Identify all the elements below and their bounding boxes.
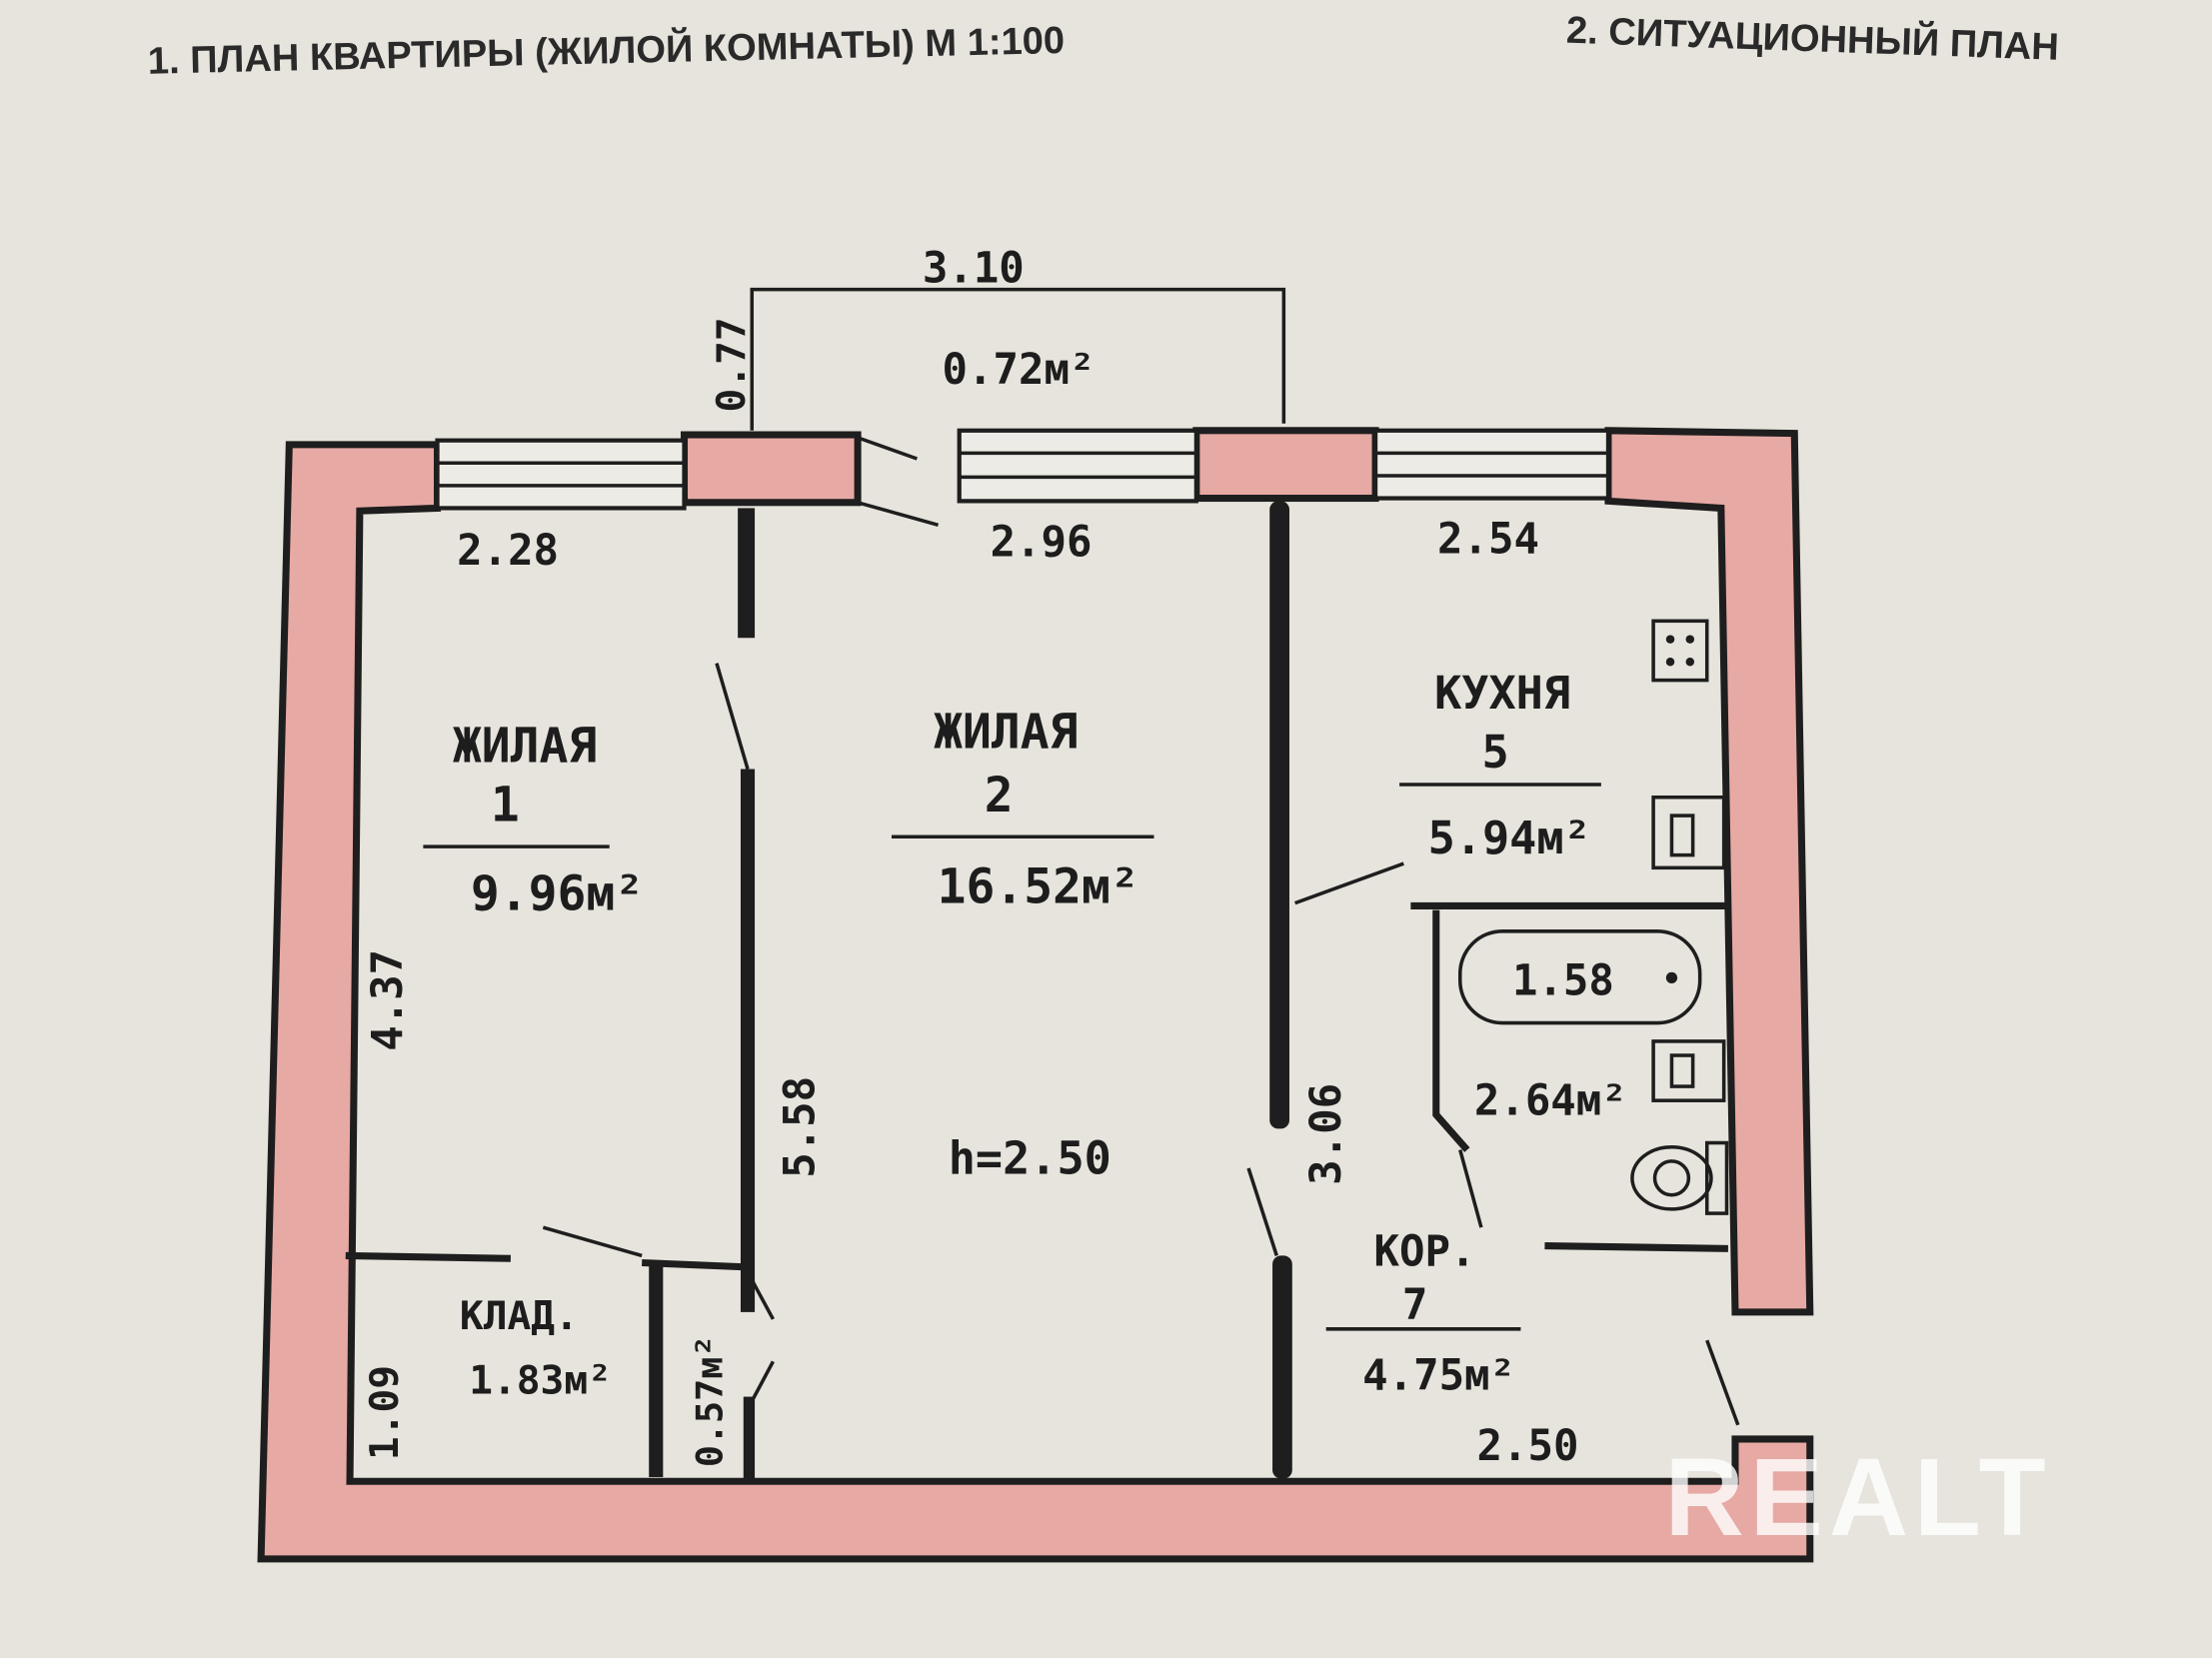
room-2: ЖИЛАЯ 2 16.52м² [891,704,1154,915]
ceiling-height: h=2.50 [949,1132,1111,1185]
room-area: 9.96м² [471,866,644,922]
balcony-door [857,436,940,528]
room-area: 16.52м² [938,859,1139,915]
kitchen-width: 2.54 [1437,515,1539,564]
room-name: КОР. [1373,1226,1475,1275]
room-number: 2 [985,768,1014,824]
room-number: 5 [1481,726,1508,779]
room-area: 4.75м² [1362,1351,1515,1400]
stove-icon [1651,619,1709,683]
closet-area: 0.57м² [689,1335,732,1468]
room-area: 1.83м² [469,1358,612,1404]
room2-length: 5.58 [775,1076,824,1178]
balcony [750,287,1286,431]
room-number: 1 [491,778,520,833]
room-1: ЖИЛАЯ 1 9.96м² [423,718,644,922]
room1-width: 2.28 [457,526,559,575]
sink-icon [1651,795,1726,870]
room-name: КУХНЯ [1434,667,1570,720]
window [957,428,1198,504]
bathtub-area: 1.58 [1512,955,1614,1004]
storage-depth: 1.09 [362,1365,408,1460]
room2-width: 2.96 [991,517,1093,566]
storage: КЛАД. 1.83м² [460,1293,612,1404]
bathroom-area: 2.64м² [1474,1075,1627,1124]
partitions [345,501,1740,1479]
corridor-length: 3.06 [1301,1083,1350,1185]
kitchen: КУХНЯ 5 5.94м² [1399,667,1601,864]
watermark: REALT [1664,1436,2051,1559]
washbasin-icon [1651,1039,1726,1102]
balcony-depth: 0.77 [709,317,755,412]
corridor-width: 2.50 [1477,1421,1579,1470]
balcony-area: 0.72м² [943,345,1096,394]
room-number: 7 [1402,1280,1427,1329]
room-area: 5.94м² [1428,812,1591,864]
toilet-icon [1630,1140,1729,1215]
room1-length: 4.37 [363,949,412,1051]
room-name: КЛАД. [460,1293,579,1339]
corridor: КОР. 7 4.75м² [1325,1226,1521,1400]
room-name: ЖИЛАЯ [934,704,1078,760]
bathtub-icon [1457,929,1702,1025]
room-name: ЖИЛАЯ [453,718,597,774]
balcony-width: 3.10 [923,244,1025,293]
window [1372,428,1611,501]
window [435,438,687,511]
